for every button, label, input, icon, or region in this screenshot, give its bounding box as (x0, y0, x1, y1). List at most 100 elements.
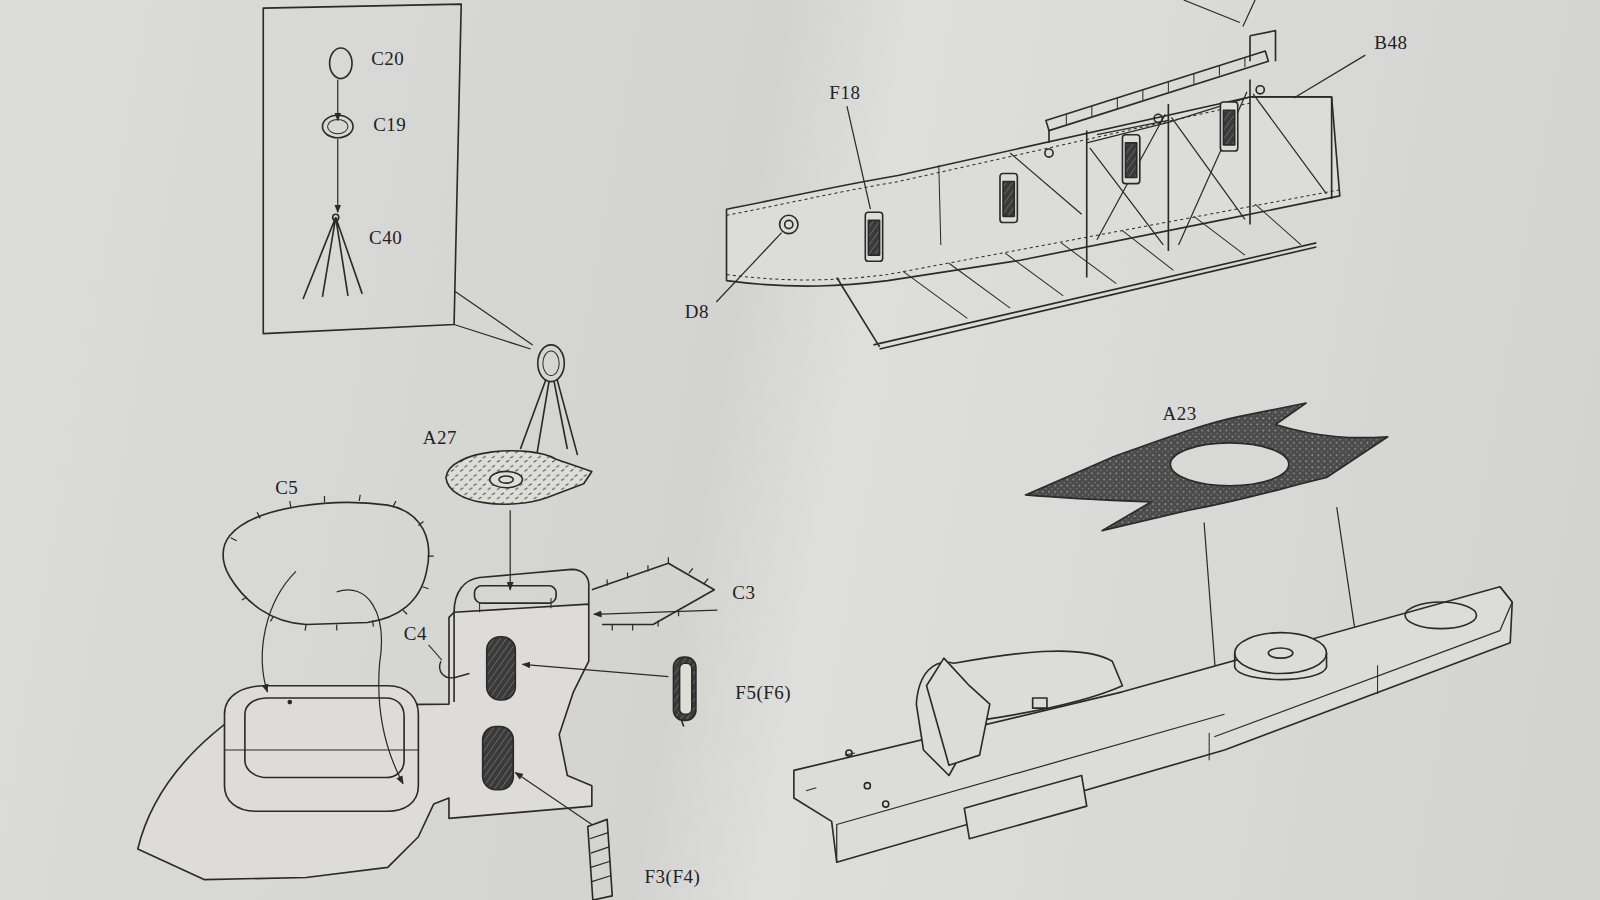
ladder-part (515, 772, 592, 824)
part-number: F5(F6) (735, 682, 791, 701)
hull-side (727, 97, 1340, 286)
railing-c3 (594, 610, 717, 614)
locker-parts (1223, 110, 1234, 145)
hull-deck (1235, 653, 1327, 680)
hook-c4 (429, 645, 442, 660)
hull-side (1184, 0, 1255, 27)
locker-parts (716, 55, 1365, 302)
door-part (673, 657, 695, 720)
bridge-base (487, 637, 516, 700)
hook-c4 (429, 645, 470, 678)
part-number: C40 (369, 227, 402, 246)
bridge-base (483, 727, 514, 790)
deck-plate (1026, 403, 1388, 531)
bridge-base (138, 569, 592, 879)
hull-deck (1268, 648, 1292, 658)
inset-frame (454, 291, 533, 349)
railing-c3 (607, 557, 708, 630)
mast-assembled (520, 345, 577, 455)
part-number: C4 (404, 623, 427, 642)
hull-side (727, 0, 1340, 349)
mast-parts (303, 217, 362, 299)
hull-deck (794, 587, 1512, 863)
mast-parts (337, 80, 338, 121)
hull-side (1010, 92, 1331, 245)
bridge-base (480, 598, 551, 612)
part-number: C5 (275, 477, 298, 496)
door-part (682, 720, 684, 726)
hull-deck (964, 776, 1086, 839)
bridge-base (288, 701, 291, 704)
railing-c5 (223, 503, 429, 625)
mast-assembled (520, 380, 577, 456)
mast-parts (330, 48, 352, 79)
railing-c5 (223, 495, 434, 784)
locker-parts (780, 215, 798, 233)
railing-c3 (592, 557, 718, 630)
bridge-base (454, 569, 589, 612)
railing-c3 (592, 563, 714, 624)
inset-frame (263, 4, 461, 334)
bridge-base (453, 612, 455, 702)
bridge-base (138, 604, 592, 880)
hull-deck (864, 783, 870, 789)
locker-parts (1122, 135, 1139, 184)
part-number: C3 (732, 582, 755, 601)
mast-assembled (543, 351, 559, 375)
part-number: D8 (685, 302, 709, 321)
hull-deck (883, 801, 889, 807)
hull-side (1049, 80, 1332, 278)
inset-frame (263, 4, 532, 349)
locker-parts (716, 233, 781, 302)
locker-parts (1126, 143, 1137, 178)
hull-deck (1033, 698, 1047, 708)
locker-parts (868, 220, 879, 255)
hull-side (837, 243, 1317, 349)
platform-part (499, 476, 513, 483)
deck-plate (1204, 522, 1216, 683)
part-number: C19 (373, 115, 406, 134)
door-part (680, 663, 692, 714)
assembly-illustration (138, 0, 1512, 900)
locker-parts (1220, 102, 1237, 151)
hull-side (939, 165, 941, 245)
hook-c4 (440, 661, 470, 678)
bridge-base (474, 586, 556, 603)
locker-parts (865, 212, 882, 261)
mast-parts (303, 48, 362, 299)
hull-deck (1405, 602, 1476, 629)
door-part (522, 664, 668, 676)
hull-deck (916, 651, 1122, 775)
hull-side (1066, 57, 1245, 124)
hull-deck (806, 753, 855, 791)
platform-part (490, 471, 523, 487)
bridge-base (224, 686, 418, 812)
hull-deck (1235, 633, 1327, 674)
hull-side (1256, 86, 1264, 94)
locker-parts (785, 220, 793, 228)
locker-parts (1000, 173, 1017, 222)
mast-parts (328, 119, 348, 133)
part-number: F18 (829, 82, 860, 101)
part-number: A23 (1162, 404, 1196, 423)
platform-part (510, 510, 511, 590)
part-number: F3(F4) (645, 866, 701, 885)
locker-parts (1294, 55, 1365, 98)
railing-c5 (262, 571, 296, 691)
hull-side (727, 190, 1340, 280)
part-number: B48 (1374, 32, 1407, 51)
deck-plate (1337, 507, 1357, 645)
hull-side (1045, 149, 1053, 157)
hull-deck (837, 587, 1513, 863)
mast-parts (337, 139, 338, 212)
hull-side (1154, 114, 1162, 122)
part-number: A27 (423, 427, 457, 446)
hull-side (1250, 31, 1276, 62)
locker-parts (1003, 182, 1014, 217)
hull-side (727, 103, 1250, 215)
hull-deck (927, 658, 990, 765)
railing-c5 (337, 590, 403, 784)
mast-assembled (538, 345, 565, 382)
